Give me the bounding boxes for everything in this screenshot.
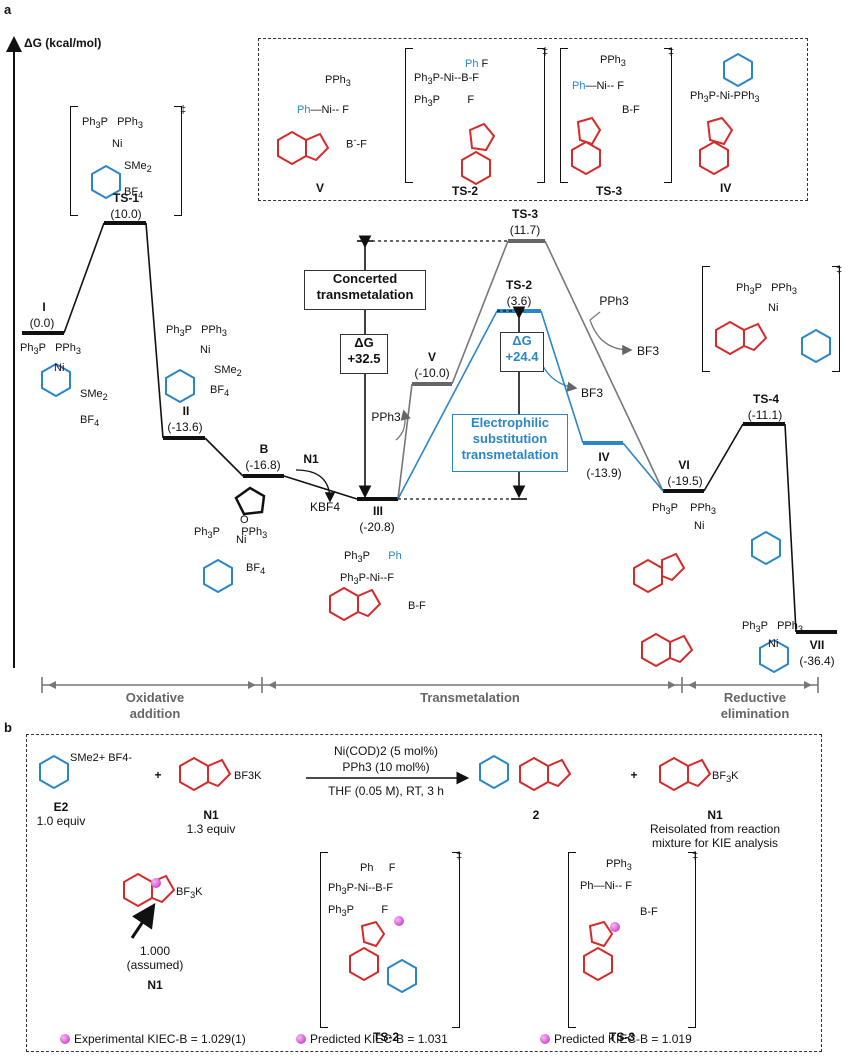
state-B-value: (-16.8) bbox=[245, 458, 281, 472]
state-I-name: I bbox=[42, 300, 46, 314]
state-VI-value: (-19.5) bbox=[667, 474, 703, 488]
atom-dot-icon bbox=[296, 1034, 306, 1044]
inset-label-IV: IV bbox=[720, 181, 732, 195]
kie-assumed: 1.000 (assumed) bbox=[126, 944, 184, 972]
e2-formula: SMe2+ BF4- bbox=[70, 752, 133, 764]
state-III-name: III bbox=[372, 504, 383, 518]
state-TS-3-value: (11.7) bbox=[509, 223, 541, 237]
V-ph-ni-f: Ph—Ni-- F bbox=[297, 104, 349, 116]
dg-concerted: ΔG +32.5 bbox=[340, 334, 388, 374]
state-VII-value: (-36.4) bbox=[799, 654, 835, 668]
kie-predicted-ts3: Predicted KIEC-B = 1.019 bbox=[540, 1032, 692, 1046]
state-B-name: B bbox=[259, 442, 269, 456]
state-TS-4-name: TS-4 bbox=[752, 392, 779, 406]
kie-predicted-ts2: Predicted KIEC-B = 1.031 bbox=[296, 1032, 448, 1046]
section-reductive: Reductive elimination bbox=[720, 690, 790, 721]
electrophilic-label: Electrophilic substitution transmetalati… bbox=[452, 414, 568, 472]
atom-dot-icon bbox=[610, 922, 620, 932]
state-TS-4-value: (-11.1) bbox=[747, 408, 783, 422]
kie-ts3: TS-3 bbox=[608, 1030, 635, 1044]
inset-structures-box bbox=[258, 38, 808, 201]
panel-b-box bbox=[26, 734, 822, 1052]
pph3-right: PPh3 bbox=[599, 294, 629, 308]
state-TS-1-name: TS-1 bbox=[112, 191, 139, 205]
phenyl-IV bbox=[723, 52, 753, 88]
benzothiophene-TS3 bbox=[571, 116, 602, 176]
axis-label: ΔG (kcal/mol) bbox=[24, 36, 102, 50]
concerted-label: Concerted transmetalation bbox=[304, 270, 426, 310]
benzothiophene-IV bbox=[699, 116, 734, 176]
condition-3: THF (0.05 M), RT, 3 h bbox=[328, 784, 444, 798]
pph3-left: PPh3 bbox=[371, 410, 401, 424]
inset-label-V: V bbox=[316, 181, 325, 195]
benzothiophene-TS2 bbox=[461, 122, 496, 186]
state-III-value: (-20.8) bbox=[359, 520, 395, 534]
state-I-value: (0.0) bbox=[29, 316, 55, 330]
V-boron: B-‑F bbox=[346, 135, 367, 151]
section-transmetalation: Transmetalation bbox=[420, 690, 520, 705]
state-II-value: (-13.6) bbox=[167, 420, 203, 434]
e2-equiv: 1.0 equiv bbox=[36, 814, 86, 828]
dg-electrophilic: ΔG +24.4 bbox=[500, 332, 544, 372]
atom-dot-icon bbox=[540, 1034, 550, 1044]
state-V-value: (-10.0) bbox=[414, 366, 450, 380]
panel-b-letter: b bbox=[4, 720, 12, 735]
state-IV-value: (-13.9) bbox=[586, 466, 622, 480]
kie-n1: N1 bbox=[147, 978, 163, 992]
benzothiophene-V bbox=[277, 130, 330, 166]
inset-label-TS-3: TS-3 bbox=[596, 184, 623, 198]
bf3-a: BF3 bbox=[636, 344, 659, 358]
bf3-b: BF3 bbox=[580, 386, 603, 400]
condition-2: PPh3 (10 mol%) bbox=[342, 760, 430, 774]
state-VII-name: VII bbox=[809, 638, 825, 652]
inset-label-TS-2: TS-2 bbox=[452, 184, 479, 198]
state-VI-name: VI bbox=[678, 458, 690, 472]
panel-a-letter: a bbox=[4, 2, 12, 17]
state-V-name: V bbox=[427, 350, 436, 364]
section-oxidative: Oxidative addition bbox=[125, 690, 185, 721]
state-TS-2-value: (3.6) bbox=[506, 294, 532, 308]
e2-name: E2 bbox=[53, 800, 69, 814]
V-pph3: PPh3 bbox=[325, 74, 351, 89]
state-II-name: II bbox=[182, 404, 190, 418]
kie-ts2: TS-2 bbox=[372, 1030, 399, 1044]
KBF4-label: KBF4 bbox=[309, 500, 340, 514]
state-IV-name: IV bbox=[598, 450, 610, 464]
n1-formula: BF3K bbox=[234, 770, 262, 782]
state-TS-3-name: TS-3 bbox=[511, 207, 538, 221]
product-label: 2 bbox=[532, 808, 540, 822]
energy-levels bbox=[22, 221, 837, 634]
n1-name: N1 bbox=[203, 808, 219, 822]
kie-experimental: Experimental KIEC-B = 1.029(1) bbox=[60, 1032, 246, 1046]
n1-equiv: 1.3 equiv bbox=[186, 822, 236, 836]
N1-label: N1 bbox=[303, 452, 319, 466]
n1-reisolated: N1 bbox=[707, 808, 723, 822]
n1-reisolated-note: Reisolated from reaction mixture for KIE… bbox=[649, 822, 781, 850]
state-TS-2-name: TS-2 bbox=[505, 278, 532, 292]
state-TS-1-value: (10.0) bbox=[110, 207, 142, 221]
condition-1: Ni(COD)2 (5 mol%) bbox=[333, 744, 438, 758]
atom-dot-icon bbox=[151, 878, 161, 888]
atom-dot-icon bbox=[60, 1034, 70, 1044]
atom-dot-icon bbox=[394, 916, 404, 926]
